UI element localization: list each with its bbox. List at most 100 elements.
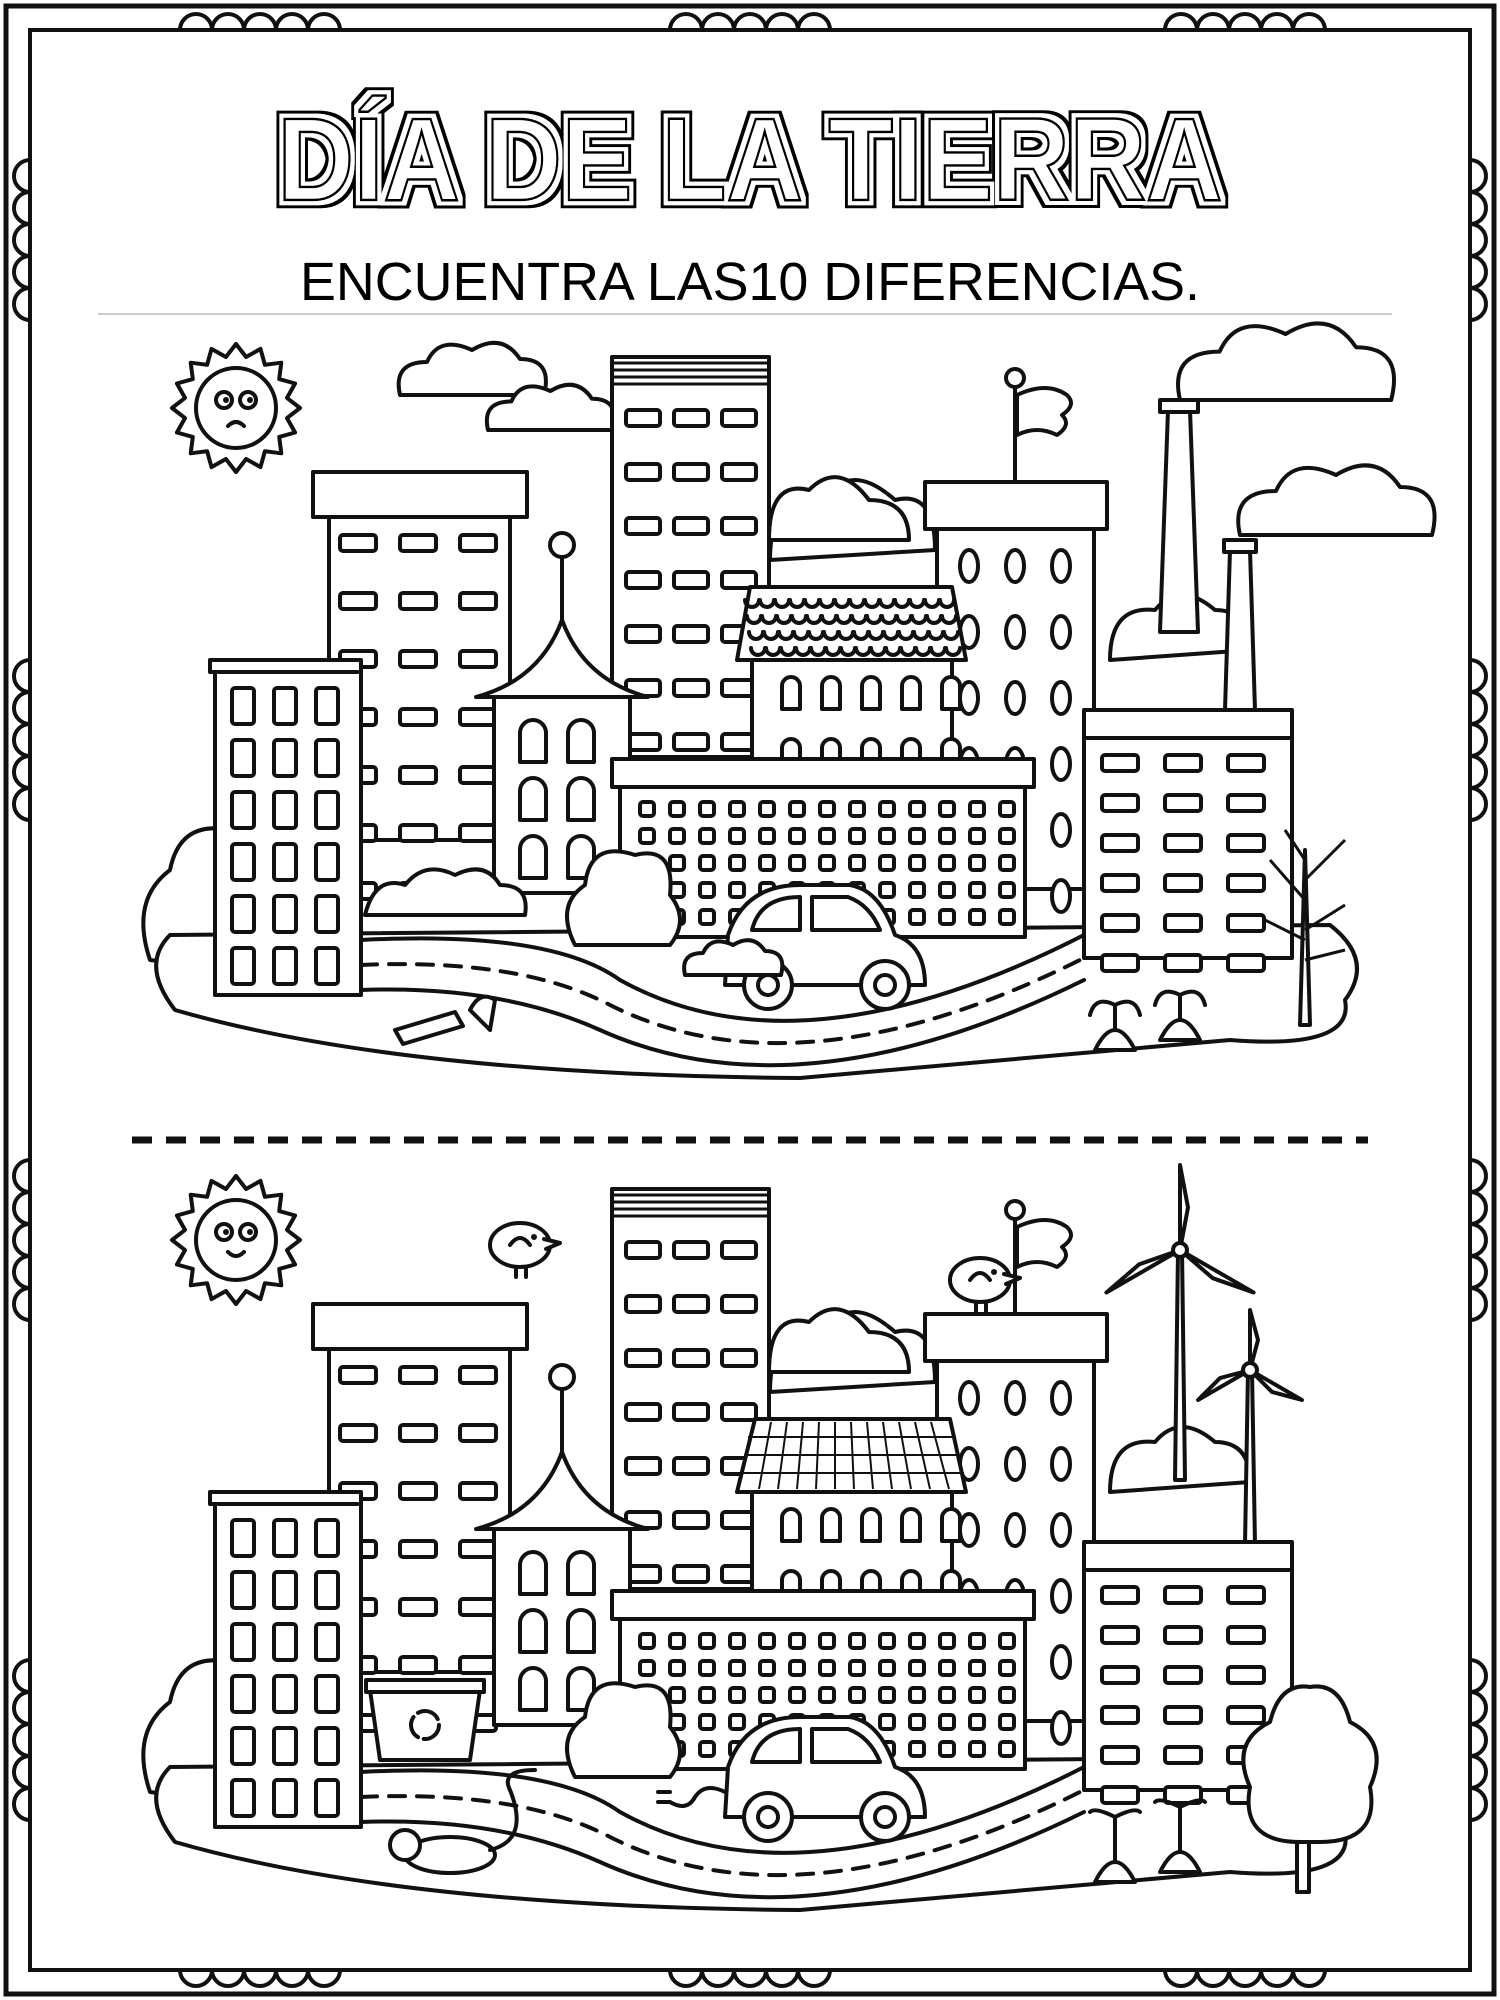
car-hubcap: [873, 973, 897, 997]
turbine-blade: [1104, 1248, 1182, 1295]
sprout: [1088, 999, 1142, 1052]
scallop-row: [668, 1968, 832, 1988]
window: [1226, 793, 1266, 813]
sun-pupil: [223, 397, 229, 403]
scallop-row: [1163, 12, 1327, 32]
window: [698, 908, 716, 926]
road-edge: [359, 1810, 1086, 1900]
flag-pole-ball: [1004, 367, 1026, 389]
window: [566, 1608, 596, 1654]
turbine-tower: [1243, 1368, 1257, 1547]
littered-bottle: [393, 1010, 465, 1046]
window: [1100, 1785, 1140, 1805]
window: [624, 516, 662, 536]
tree-branch: [1304, 948, 1346, 962]
window: [314, 1622, 340, 1662]
window: [230, 738, 256, 778]
recycle-arrow: [416, 1709, 440, 1722]
window: [398, 649, 438, 669]
road-edge: [359, 933, 1086, 1023]
page-title: DÍA DE LA TIERRA: [278, 94, 1223, 226]
window: [758, 854, 776, 872]
flag: [1015, 1218, 1073, 1269]
sprout-leaves: [1153, 989, 1207, 1007]
window: [314, 686, 340, 726]
flag: [1015, 386, 1073, 437]
scallop-column: [12, 658, 32, 822]
window: [1163, 1665, 1203, 1685]
window: [968, 1713, 986, 1731]
building-header: [311, 470, 529, 519]
window: [398, 591, 438, 611]
window: [398, 1423, 438, 1443]
window: [1100, 1585, 1140, 1605]
window: [938, 881, 956, 899]
bush-back: [767, 475, 911, 542]
bin-lid: [364, 1678, 486, 1694]
window: [818, 854, 836, 872]
window: [788, 854, 806, 872]
window: [1163, 1745, 1203, 1765]
window: [968, 1740, 986, 1758]
flag-pole-ball: [1004, 1199, 1026, 1221]
window: [398, 765, 438, 785]
window: [698, 1686, 716, 1704]
window: [848, 1632, 866, 1650]
window: [398, 1655, 438, 1675]
window: [758, 1632, 776, 1650]
window: [818, 1686, 836, 1704]
building-header: [923, 1312, 1109, 1363]
window: [638, 800, 656, 818]
sun-smile: [226, 1250, 246, 1258]
antenna-ball: [548, 1363, 576, 1391]
window: [698, 1659, 716, 1677]
window: [938, 1686, 956, 1704]
window: [860, 1507, 882, 1543]
scene-polluted-city[interactable]: [141, 321, 1437, 1080]
bin-body: [368, 1688, 482, 1762]
window: [958, 548, 980, 584]
window: [458, 707, 498, 727]
window: [624, 1294, 662, 1314]
sprout: [1153, 1798, 1207, 1874]
window: [938, 800, 956, 818]
window: [1050, 1446, 1072, 1482]
building-cap: [610, 1589, 1036, 1621]
window: [398, 1481, 438, 1501]
window: [518, 1608, 548, 1654]
bush-back: [767, 1307, 911, 1374]
window: [672, 1564, 710, 1584]
house-roof: [474, 618, 650, 699]
window: [1100, 793, 1140, 813]
window: [968, 908, 986, 926]
window: [900, 1507, 922, 1543]
road-center-line: [359, 1788, 1086, 1878]
road-edge: [359, 978, 1086, 1068]
window: [624, 1240, 662, 1260]
window: [998, 1659, 1016, 1677]
bare-tree: [1264, 829, 1347, 1027]
car-hubcap: [756, 973, 780, 997]
bush-front: [565, 849, 682, 947]
window: [878, 1713, 896, 1731]
bird-eye: [991, 1269, 997, 1275]
window: [968, 1632, 986, 1650]
window: [458, 649, 498, 669]
roof-tile: [940, 614, 958, 625]
window: [1004, 548, 1026, 584]
sun-frown: [226, 420, 246, 428]
smoke-cloud: [1236, 463, 1437, 537]
soil-mound: [1093, 1860, 1137, 1884]
window: [272, 1726, 298, 1766]
window: [230, 1674, 256, 1714]
window: [272, 894, 298, 934]
window: [938, 827, 956, 845]
scene-green-city[interactable]: [141, 1163, 1379, 1912]
window: [878, 827, 896, 845]
turbine-blade: [1248, 1368, 1304, 1402]
window: [624, 1456, 662, 1476]
window: [1050, 1710, 1072, 1746]
window: [638, 1632, 656, 1650]
window: [1050, 1380, 1072, 1416]
window: [908, 854, 926, 872]
